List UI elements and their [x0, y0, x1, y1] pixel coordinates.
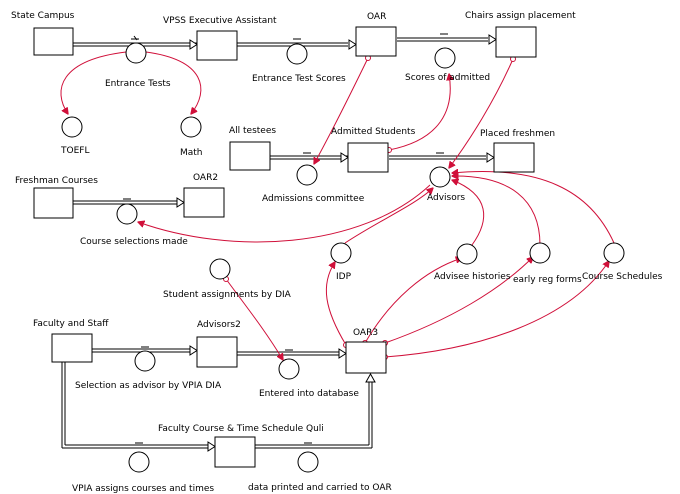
label-vpss: VPSS Executive Assistant	[163, 16, 277, 26]
stock-fcts[interactable]	[214, 436, 256, 468]
label-state-campus: State Campus	[11, 11, 75, 21]
connector-links	[60, 51, 615, 360]
label-advisors: Advisors	[427, 193, 465, 203]
stock-admitted[interactable]	[347, 142, 389, 173]
label-vpia-assigns: VPIA assigns courses and times	[72, 484, 214, 494]
label-early-reg: early reg forms	[513, 275, 582, 285]
label-toefl: TOEFL	[60, 146, 89, 156]
converter-selection-advisor[interactable]	[134, 350, 156, 372]
flow-pipes	[61, 33, 497, 452]
label-data-printed: data printed and carried to OAR	[248, 483, 392, 493]
label-math: Math	[180, 148, 203, 158]
stock-placed[interactable]	[493, 142, 535, 173]
converter-advisors[interactable]	[429, 166, 451, 188]
stock-vpss[interactable]	[196, 30, 238, 61]
converter-scores-admitted[interactable]	[434, 47, 456, 69]
label-oar2: OAR2	[193, 173, 218, 183]
stock-all-testees[interactable]	[229, 141, 271, 171]
label-entrance-tests: Entrance Tests	[105, 79, 171, 89]
stock-freshman-courses[interactable]	[33, 187, 74, 219]
stock-oar[interactable]	[355, 26, 397, 57]
converter-math[interactable]	[180, 116, 202, 138]
converter-entrance-scores[interactable]	[286, 43, 308, 65]
label-admitted: Admitted Students	[331, 127, 416, 137]
label-advisors2: Advisors2	[197, 320, 241, 330]
stock-state-campus[interactable]	[33, 27, 74, 56]
label-course-selections: Course selections made	[80, 237, 188, 247]
label-all-testees: All testees	[229, 126, 276, 136]
label-selection-advisor: Selection as advisor by VPIA DIA	[75, 381, 222, 391]
converter-entrance-tests[interactable]	[125, 42, 147, 64]
label-chairs: Chairs assign placement	[465, 11, 576, 21]
label-scores-admitted: Scores of admitted	[405, 73, 490, 83]
label-admissions-committee: Admissions committee	[262, 194, 365, 204]
converter-vpia-assigns[interactable]	[128, 451, 150, 473]
converter-student-assignments[interactable]	[209, 258, 231, 280]
label-fcts: Faculty Course & Time Schedule Quli	[158, 424, 324, 434]
converter-advisee-histories[interactable]	[456, 243, 478, 265]
stock-faculty[interactable]	[51, 333, 93, 363]
converter-admissions-committee[interactable]	[296, 164, 318, 186]
converter-course-selections[interactable]	[116, 203, 138, 225]
converter-data-printed[interactable]	[297, 451, 319, 473]
converter-idp[interactable]	[330, 242, 352, 264]
label-entrance-scores: Entrance Test Scores	[252, 74, 346, 84]
stock-advisors2[interactable]	[196, 336, 238, 368]
label-oar3: OAR3	[353, 328, 378, 338]
converter-early-reg[interactable]	[529, 242, 551, 264]
stock-chairs[interactable]	[495, 26, 537, 58]
converters	[61, 42, 625, 473]
label-advisee-histories: Advisee histories	[434, 272, 511, 282]
stocks	[33, 26, 537, 468]
converter-course-schedules[interactable]	[603, 242, 625, 264]
stock-oar2[interactable]	[183, 187, 225, 218]
label-oar: OAR	[367, 12, 386, 22]
converter-entered-db[interactable]	[278, 358, 300, 380]
label-course-schedules: Course Schedules	[582, 272, 663, 282]
label-placed: Placed freshmen	[480, 129, 555, 139]
label-student-assignments: Student assignments by DIA	[163, 290, 292, 300]
labels: State Campus VPSS Executive Assistant OA…	[11, 11, 663, 494]
stock-oar3[interactable]	[345, 341, 387, 374]
converter-toefl[interactable]	[61, 116, 83, 138]
label-entered-db: Entered into database	[259, 389, 359, 399]
label-idp: IDP	[336, 272, 352, 282]
label-freshman-courses: Freshman Courses	[15, 176, 98, 186]
label-faculty: Faculty and Staff	[33, 319, 109, 329]
